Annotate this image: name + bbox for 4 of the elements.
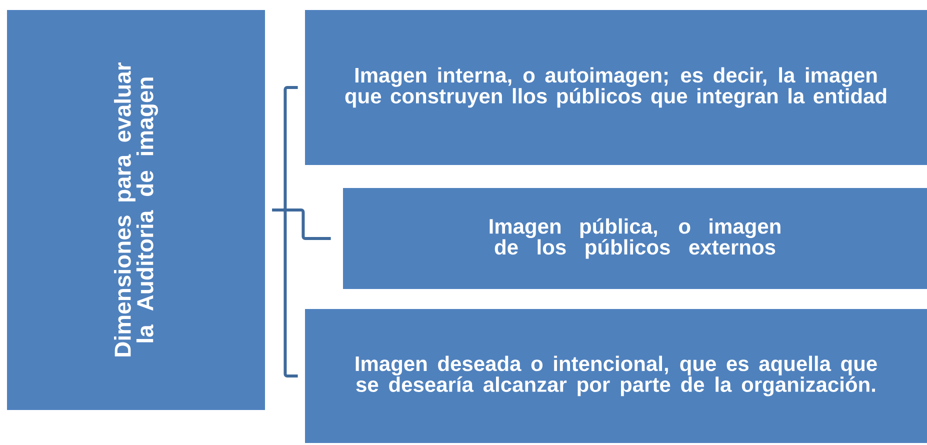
text-box: Imagen pública, o imagen de los públicos externos xyxy=(343,188,927,289)
text-box: Dimensiones para evaluar la Auditoria de imagen xyxy=(7,10,265,410)
text-box: Imagen deseada o intencional, que es aquella que se desearía alcanzar por parte de la organización. xyxy=(305,309,927,443)
text-box: Imagen interna, o autoimagen; es decir, la imagen que construyen llos públicos que integran la entidad xyxy=(305,10,927,165)
